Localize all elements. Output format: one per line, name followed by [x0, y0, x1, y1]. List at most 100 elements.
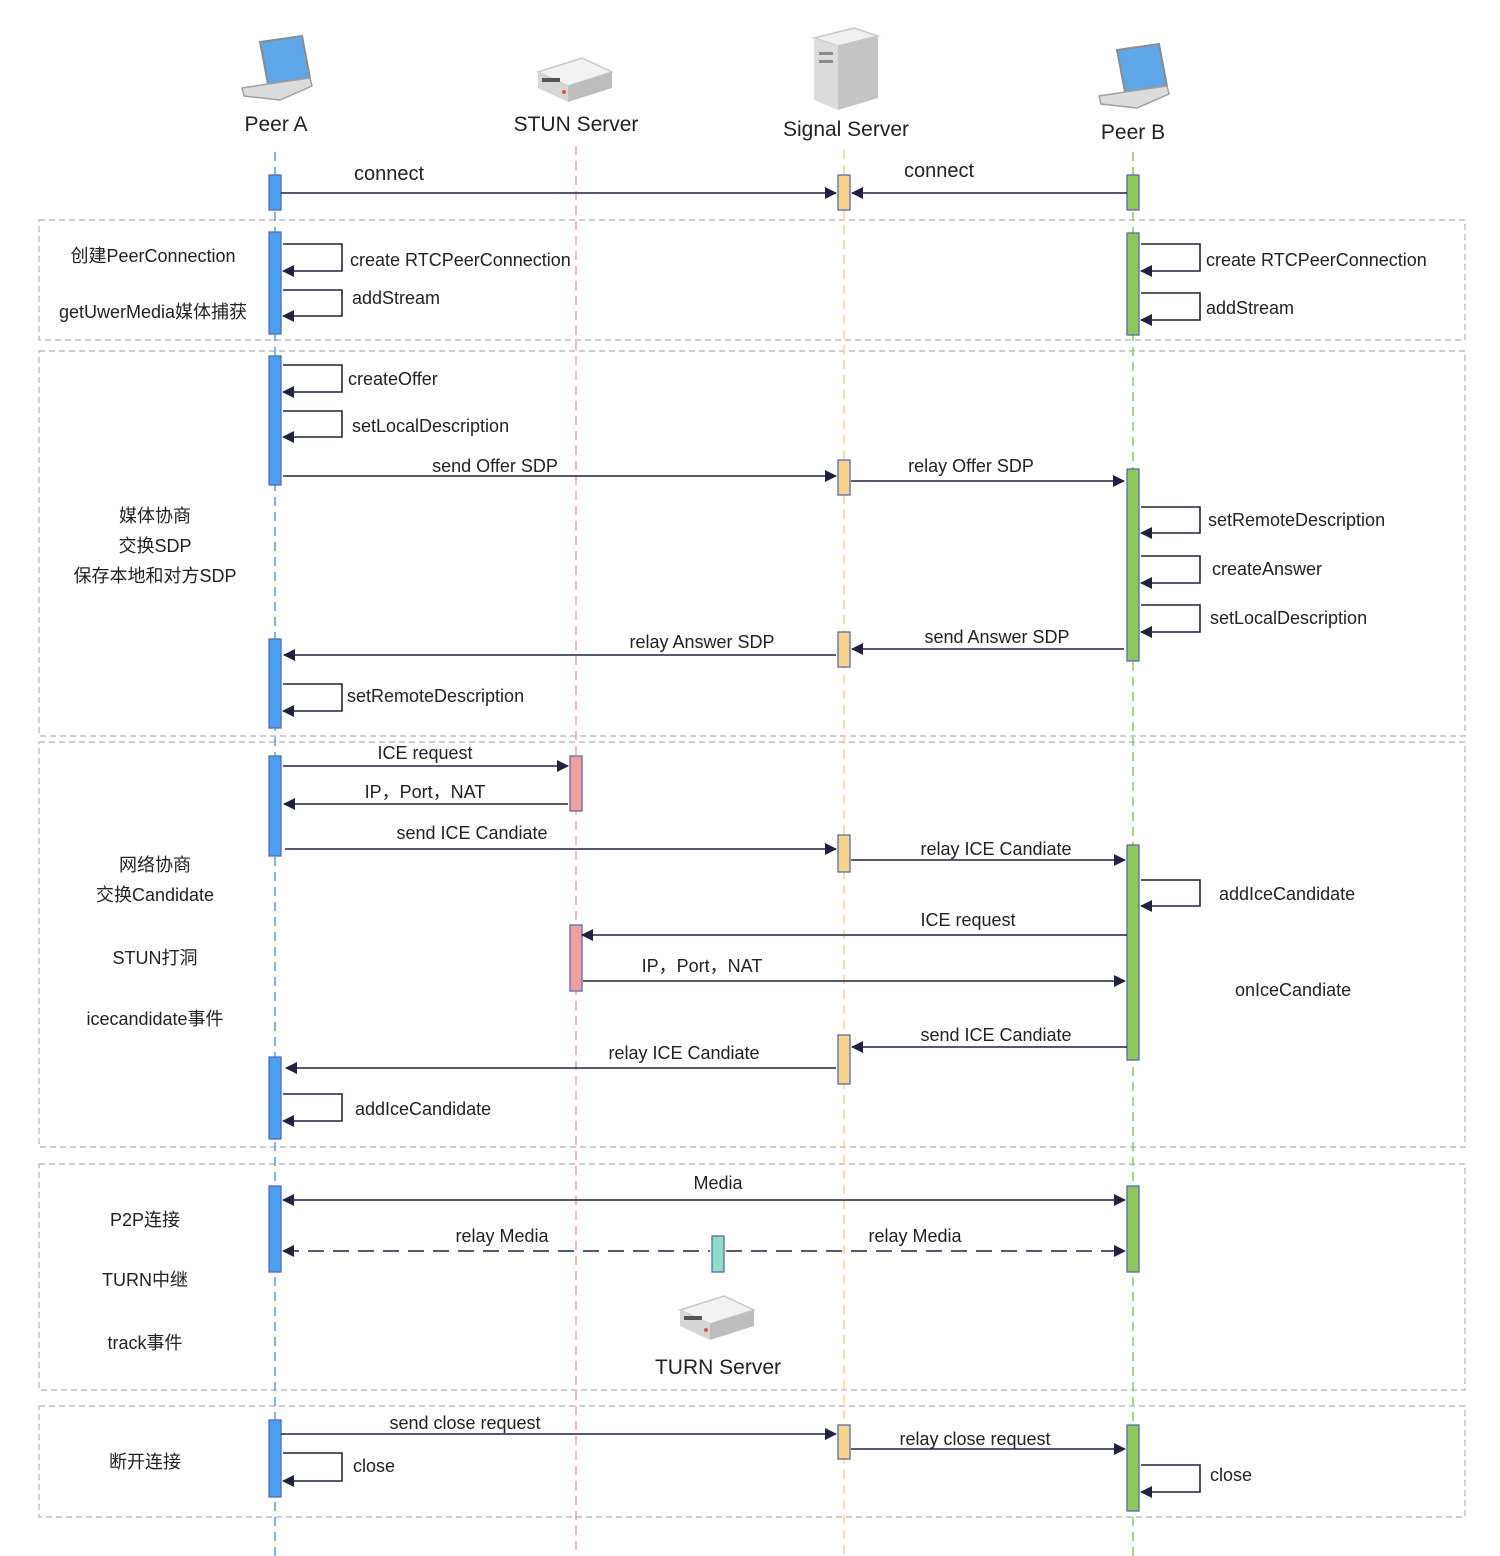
actor-stun-label: STUN Server	[514, 113, 639, 136]
tower-server-icon	[811, 27, 881, 110]
label-add-ice-a: addIceCandidate	[355, 1099, 491, 1119]
label-relay-ice-a: relay ICE Candiate	[608, 1043, 759, 1063]
activation-peer-b	[1126, 1185, 1140, 1273]
frame-media	[38, 1163, 1466, 1391]
messages	[281, 187, 1201, 1498]
activation-peer-b	[1126, 468, 1140, 662]
self-arrow-close-a	[282, 1452, 343, 1487]
actor-signal-label: Signal Server	[783, 118, 909, 141]
label-relay-media-a: relay Media	[455, 1226, 549, 1246]
laptop-icon	[241, 34, 313, 101]
phase-sdp-label: 媒体协商	[119, 506, 191, 526]
phase-sdp-label: 保存本地和对方SDP	[73, 566, 236, 586]
phase-sdp-label: 交换SDP	[118, 536, 191, 556]
activation-peer-b	[1126, 1424, 1140, 1512]
activation-peer-a	[268, 1419, 282, 1498]
laptop-icon	[1098, 42, 1170, 109]
activations	[268, 174, 1140, 1512]
label-send-close: send close request	[389, 1413, 540, 1433]
label-relay-close: relay close request	[899, 1429, 1050, 1449]
activation-peer-a	[268, 755, 282, 857]
activation-peer-a	[268, 638, 282, 729]
label-ip-port-a: IP，Port，NAT	[365, 782, 486, 802]
label-send-ice-b: send ICE Candiate	[920, 1025, 1071, 1045]
actor-peer-b-label: Peer B	[1101, 121, 1165, 144]
self-arrow-add-stream-b	[1140, 292, 1201, 326]
label-relay-media-b: relay Media	[868, 1226, 962, 1246]
label-set-local-a: setLocalDescription	[352, 416, 509, 436]
activation-signal	[837, 459, 851, 496]
label-create-pc-b: create RTCPeerConnection	[1206, 250, 1427, 270]
phase-close-label: 断开连接	[109, 1452, 181, 1472]
phase-media-label: track事件	[107, 1333, 182, 1353]
phase-ice-label: 网络协商	[119, 855, 191, 875]
phase-frames	[38, 219, 1466, 1518]
label-connect-a: connect	[354, 163, 424, 185]
self-arrow-set-local-a	[282, 410, 343, 443]
activation-signal	[837, 631, 851, 668]
label-relay-ice-b: relay ICE Candiate	[920, 839, 1071, 859]
self-arrow-create-answer	[1140, 555, 1201, 589]
frame-ice	[38, 741, 1466, 1148]
label-relay-offer: relay Offer SDP	[908, 456, 1034, 476]
self-arrow-create-pc-b	[1140, 243, 1201, 277]
label-set-local-b: setLocalDescription	[1210, 608, 1367, 628]
actor-peer-a-label: Peer A	[244, 113, 307, 136]
activation-peer-b	[1126, 232, 1140, 336]
label-media: Media	[693, 1173, 743, 1193]
label-create-offer: createOffer	[348, 369, 438, 389]
self-arrow-create-pc-a	[282, 243, 343, 277]
phase-ice-label: STUN打洞	[113, 948, 198, 968]
label-close-a: close	[353, 1456, 395, 1476]
label-add-ice-b: addIceCandidate	[1219, 884, 1355, 904]
activation-stun	[569, 924, 583, 992]
phase-init-label: 创建PeerConnection	[70, 246, 235, 266]
label-set-remote-a: setRemoteDescription	[347, 686, 524, 706]
self-arrow-set-local-b	[1140, 604, 1201, 638]
label-on-ice-b: onIceCandiate	[1235, 980, 1351, 1000]
activation-signal	[837, 1424, 851, 1460]
self-arrow-set-remote-b	[1140, 506, 1201, 539]
self-arrow-add-ice-a	[282, 1093, 343, 1127]
server-icon	[677, 1295, 757, 1340]
frame-init	[38, 219, 1466, 341]
server-icon	[535, 57, 615, 102]
activation-peer-a	[268, 1056, 282, 1140]
phase-ice-label: icecandidate事件	[86, 1009, 223, 1029]
label-add-stream-a: addStream	[352, 288, 440, 308]
label-ip-port-b: IP，Port，NAT	[642, 956, 763, 976]
activation-signal	[837, 174, 851, 211]
activation-stun	[569, 755, 583, 812]
frame-close	[38, 1405, 1466, 1518]
label-send-ice-a: send ICE Candiate	[396, 823, 547, 843]
phase-init-label: getUwerMedia媒体捕获	[59, 302, 247, 322]
actor-turn-label: TURN Server	[655, 1356, 781, 1379]
label-close-b: close	[1210, 1465, 1252, 1485]
activation-peer-a	[268, 231, 282, 335]
self-arrow-create-offer	[282, 364, 343, 398]
activation-peer-a	[268, 355, 282, 486]
label-create-answer: createAnswer	[1212, 559, 1322, 579]
phase-media-label: P2P连接	[110, 1210, 180, 1230]
label-set-remote-b: setRemoteDescription	[1208, 510, 1385, 530]
self-arrow-set-remote-a	[282, 683, 343, 717]
label-create-pc-a: create RTCPeerConnection	[350, 250, 571, 270]
label-send-offer: send Offer SDP	[432, 456, 558, 476]
self-arrow-close-b	[1140, 1464, 1201, 1498]
label-add-stream-b: addStream	[1206, 298, 1294, 318]
activation-peer-a	[268, 174, 282, 211]
label-relay-answer: relay Answer SDP	[629, 632, 774, 652]
message-labels: connect connect create RTCPeerConnection…	[347, 160, 1427, 1485]
activation-peer-b	[1126, 844, 1140, 1061]
self-arrow-add-ice-b	[1140, 879, 1201, 912]
activation-peer-a	[268, 1185, 282, 1273]
activation-signal	[837, 1034, 851, 1085]
label-send-answer: send Answer SDP	[924, 627, 1069, 647]
phase-ice-label: 交换Candidate	[96, 885, 214, 905]
label-ice-request-a: ICE request	[377, 743, 472, 763]
label-ice-request-b: ICE request	[920, 910, 1015, 930]
activation-signal	[837, 834, 851, 873]
frame-sdp	[38, 350, 1466, 737]
label-connect-b: connect	[904, 160, 974, 182]
phase-labels: 创建PeerConnection getUwerMedia媒体捕获 媒体协商 交…	[59, 246, 247, 1472]
